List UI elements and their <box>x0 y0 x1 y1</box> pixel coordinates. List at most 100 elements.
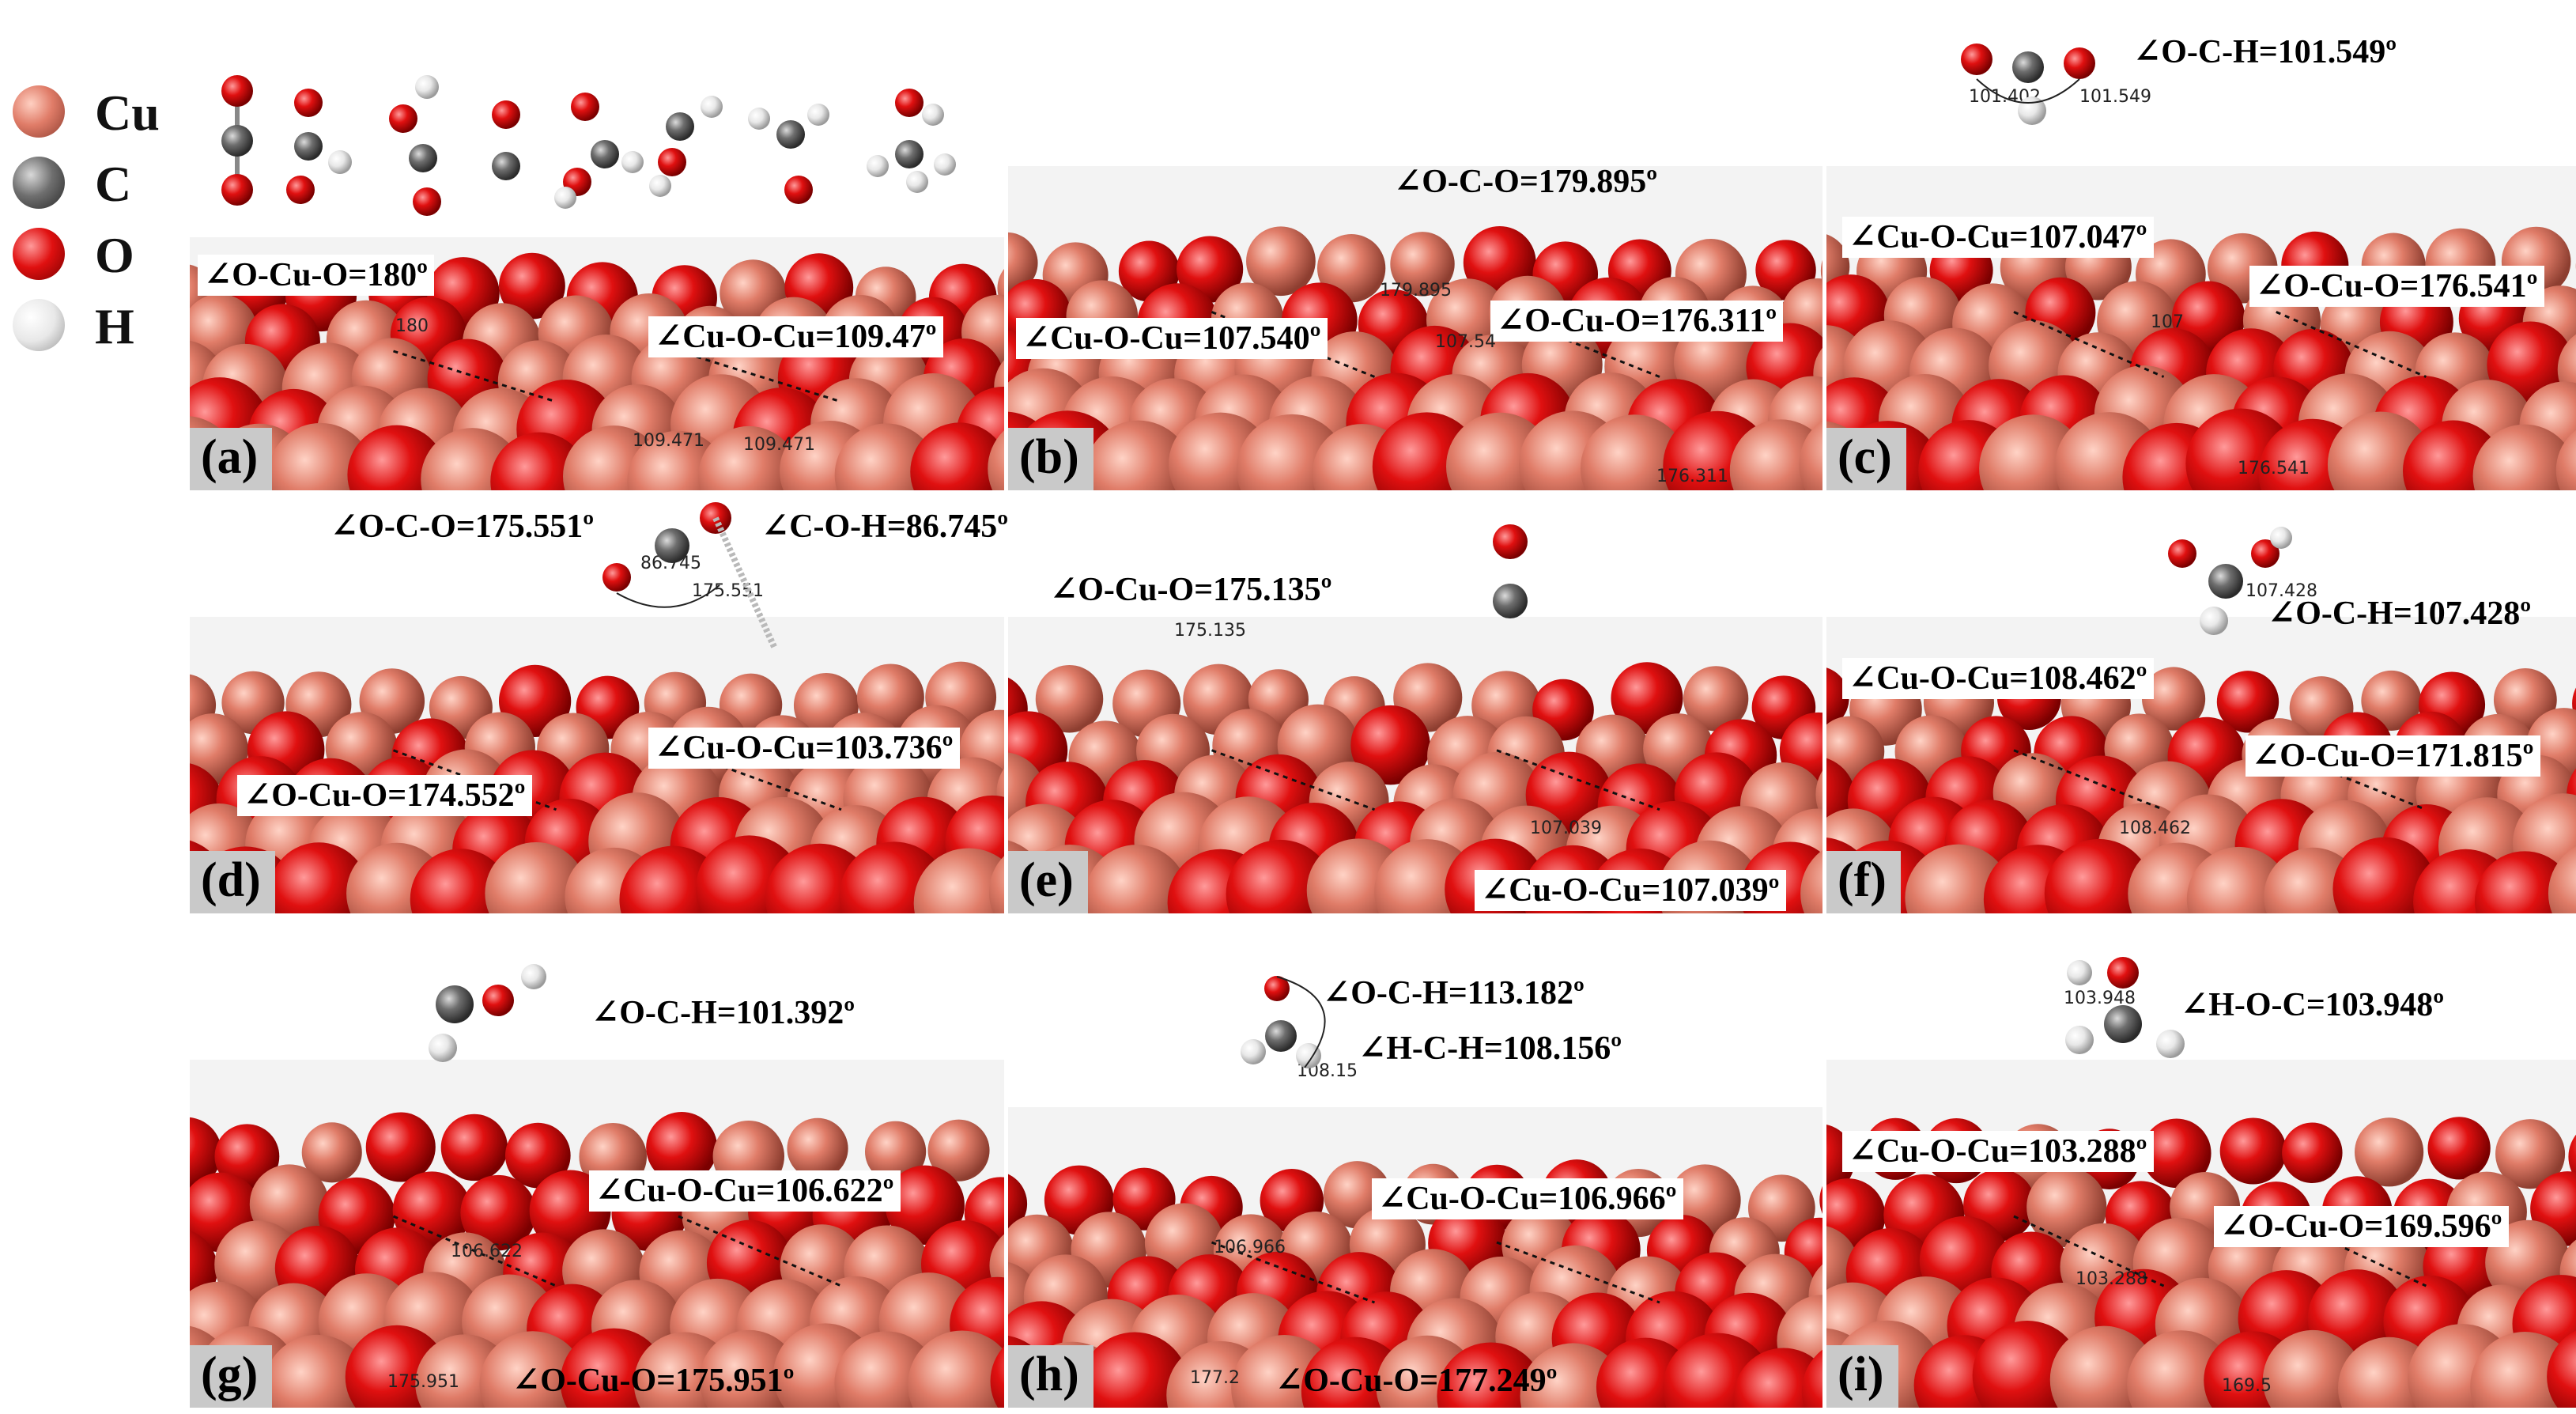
angle-tick: 107.54 <box>1435 332 1496 352</box>
copper-atom <box>2495 1119 2566 1189</box>
panel-g: ∠Cu-O-Cu=106.622º ∠O-Cu-O=175.951º 106.6… <box>190 1060 1004 1408</box>
angle-tick: 176.541 <box>2238 459 2310 478</box>
panel-label: (c) <box>1826 428 1906 490</box>
panel-h: ∠Cu-O-Cu=106.966º ∠O-Cu-O=177.249º 106.9… <box>1008 1107 1822 1408</box>
angle-label: ∠O-C-O=175.551º <box>330 509 595 545</box>
legend-label: H <box>95 298 134 354</box>
bond-guide-line <box>2276 749 2427 811</box>
copper-atom <box>2355 1117 2424 1187</box>
slab-scene <box>190 1111 1004 1408</box>
copper-atom <box>1317 234 1386 303</box>
angle-label: ∠O-Cu-O=169.596º <box>2214 1206 2509 1247</box>
angle-tick: 107 <box>2151 312 2184 332</box>
oxygen-atom <box>2568 1134 2576 1179</box>
angle-label: ∠O-Cu-O=174.552º <box>237 775 532 816</box>
legend-item-o: O <box>6 221 188 285</box>
angle-label: ∠H-C-H=108.156º <box>1358 1030 1622 1067</box>
hcoo-adsorbate <box>1961 43 2095 125</box>
panel-i: ∠Cu-O-Cu=103.288º ∠O-Cu-O=169.596º 103.2… <box>1826 1060 2576 1408</box>
angle-tick: 176.311 <box>1656 467 1728 486</box>
oxygen-atom <box>2216 671 2279 733</box>
oxygen-atom <box>1080 1332 1189 1408</box>
copper-atom <box>1799 420 1822 490</box>
o-atom-icon <box>13 228 65 280</box>
copper-atom <box>698 425 800 490</box>
angle-label: ∠O-Cu-O=175.951º <box>512 1363 795 1399</box>
bond-guide-line <box>1496 1241 1660 1304</box>
bond-guide-line <box>2013 311 2165 378</box>
angle-label: ∠Cu-O-Cu=107.039º <box>1475 870 1786 911</box>
angle-label: ∠O-Cu-O=177.249º <box>1275 1363 1558 1399</box>
copper-atom <box>301 1122 362 1183</box>
angle-tick: 180 <box>395 316 429 336</box>
copper-atom <box>2548 846 2576 913</box>
copper-atom <box>2262 1329 2363 1408</box>
oxygen-atom <box>646 1111 718 1183</box>
panel-label: (b) <box>1008 428 1093 490</box>
copper-atom <box>1729 419 1822 490</box>
copper-atom <box>1580 414 1689 490</box>
slab-scene <box>1826 226 2576 490</box>
panel-a: ∠O-Cu-O=180º ∠Cu-O-Cu=109.47º 180 109.47… <box>190 237 1004 490</box>
angle-label: ∠Cu-O-Cu=106.966º <box>1372 1178 1683 1219</box>
angle-label: ∠O-C-H=101.549º <box>2133 34 2397 70</box>
angle-tick: 101.549 <box>2079 87 2151 107</box>
copper-atom <box>1086 845 1188 913</box>
panel-label: (i) <box>1826 1345 1898 1408</box>
angle-tick: 175.135 <box>1174 621 1246 641</box>
copper-atom <box>1815 770 1822 819</box>
angle-label: ∠O-Cu-O=176.541º <box>2249 266 2544 307</box>
oxygen-atom <box>2219 1117 2287 1185</box>
bond-guide-line <box>1211 1241 1376 1304</box>
copper-atom <box>2361 670 2422 731</box>
ch3o-molecule <box>867 89 956 193</box>
legend-label: O <box>95 227 134 283</box>
h-atom-icon <box>13 299 65 351</box>
angle-label: ∠Cu-O-Cu=107.047º <box>1842 217 2154 258</box>
copper-atom <box>1008 232 1038 294</box>
angle-label: ∠Cu-O-Cu=109.47º <box>648 316 943 357</box>
angle-label: ∠O-C-H=101.392º <box>591 995 856 1031</box>
hcooh-adsorbate <box>2168 527 2292 635</box>
angle-label: ∠Cu-O-Cu=106.622º <box>589 1170 901 1212</box>
panel-label: (e) <box>1008 851 1088 913</box>
bond-guide-line <box>2276 311 2427 378</box>
co-molecule <box>492 100 520 180</box>
legend-item-h: H <box>6 293 188 356</box>
oxygen-atom <box>365 1112 436 1182</box>
copper-atom <box>908 1330 1004 1408</box>
atom-legend: Cu C O H <box>6 79 188 380</box>
angle-label: ∠O-Cu-O=180º <box>198 255 434 296</box>
angle-tick: 175.551 <box>692 581 764 601</box>
copper-atom <box>2555 429 2576 490</box>
angle-label: ∠O-Cu-O=175.135º <box>1050 572 1332 608</box>
copper-atom <box>1683 666 1749 732</box>
angle-label: ∠O-Cu-O=171.815º <box>2246 735 2540 777</box>
legend-item-cu: Cu <box>6 79 188 142</box>
oxygen-atom <box>1350 705 1430 785</box>
angle-tick: 109.471 <box>743 435 815 455</box>
copper-atom <box>699 1329 799 1408</box>
c-atom-icon <box>13 157 65 209</box>
copper-atom <box>988 856 1004 913</box>
legend-item-c: C <box>6 150 188 214</box>
angle-tick: 175.951 <box>387 1372 459 1392</box>
copper-atom <box>2472 424 2576 490</box>
panel-c: ∠Cu-O-Cu=107.047º ∠O-Cu-O=176.541º 107 1… <box>1826 166 2576 490</box>
angle-label: ∠Cu-O-Cu=103.288º <box>1842 1131 2154 1172</box>
cooh-adsorbate <box>602 502 778 650</box>
oxygen-atom <box>1801 1349 1822 1408</box>
angle-tick: 106.622 <box>451 1242 523 1261</box>
legend-label: C <box>95 156 132 212</box>
oxygen-atom <box>2547 1330 2576 1408</box>
hcoo-molecule <box>286 89 352 204</box>
angle-tick: 107.428 <box>2246 581 2317 601</box>
oxygen-atom <box>1819 1185 1822 1214</box>
oxygen-atom <box>460 1174 536 1251</box>
co-adsorbate <box>1493 524 1528 618</box>
slab-scene <box>1826 666 2576 913</box>
angle-tick: 169.5 <box>2222 1376 2272 1396</box>
oxygen-atom <box>910 422 1004 490</box>
copper-atom <box>864 1121 927 1182</box>
angle-tick: 106.966 <box>1214 1238 1286 1257</box>
